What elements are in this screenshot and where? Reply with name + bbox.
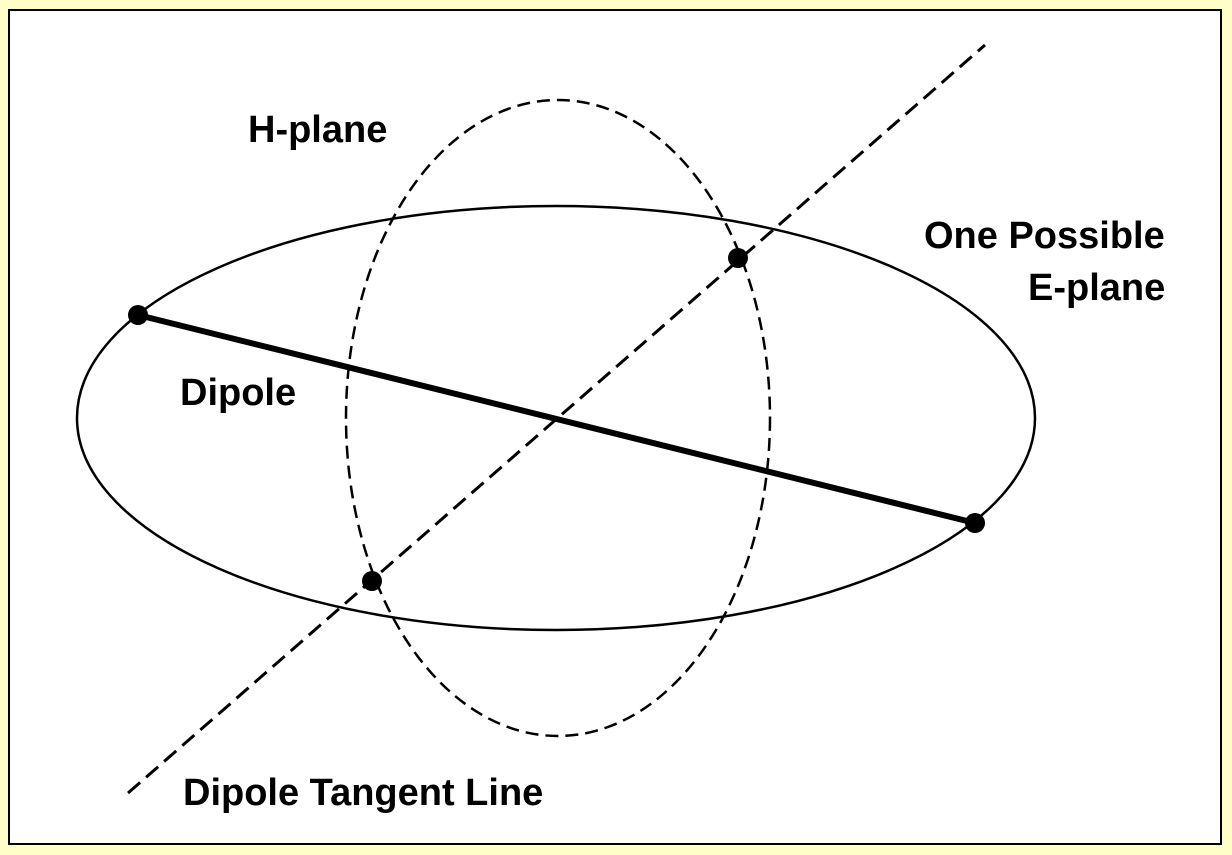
h-plane-ellipse xyxy=(344,98,772,738)
h-plane-label: H-plane xyxy=(248,109,387,151)
e-plane-label-line2: E-plane xyxy=(1028,267,1165,309)
e-plane-label-line1: One Possible xyxy=(924,215,1165,257)
diagram-canvas xyxy=(8,9,1222,845)
dipole-end-right-point xyxy=(965,513,985,533)
tangent-line-label: Dipole Tangent Line xyxy=(183,772,543,814)
tangent-upper-point xyxy=(728,248,748,268)
tangent-line xyxy=(127,43,986,795)
tangent-lower-point xyxy=(362,571,382,591)
e-plane-ellipse xyxy=(75,204,1037,632)
dipole-label: Dipole xyxy=(180,372,296,414)
dipole-end-left-point xyxy=(128,305,148,325)
dipole-line xyxy=(137,312,976,526)
